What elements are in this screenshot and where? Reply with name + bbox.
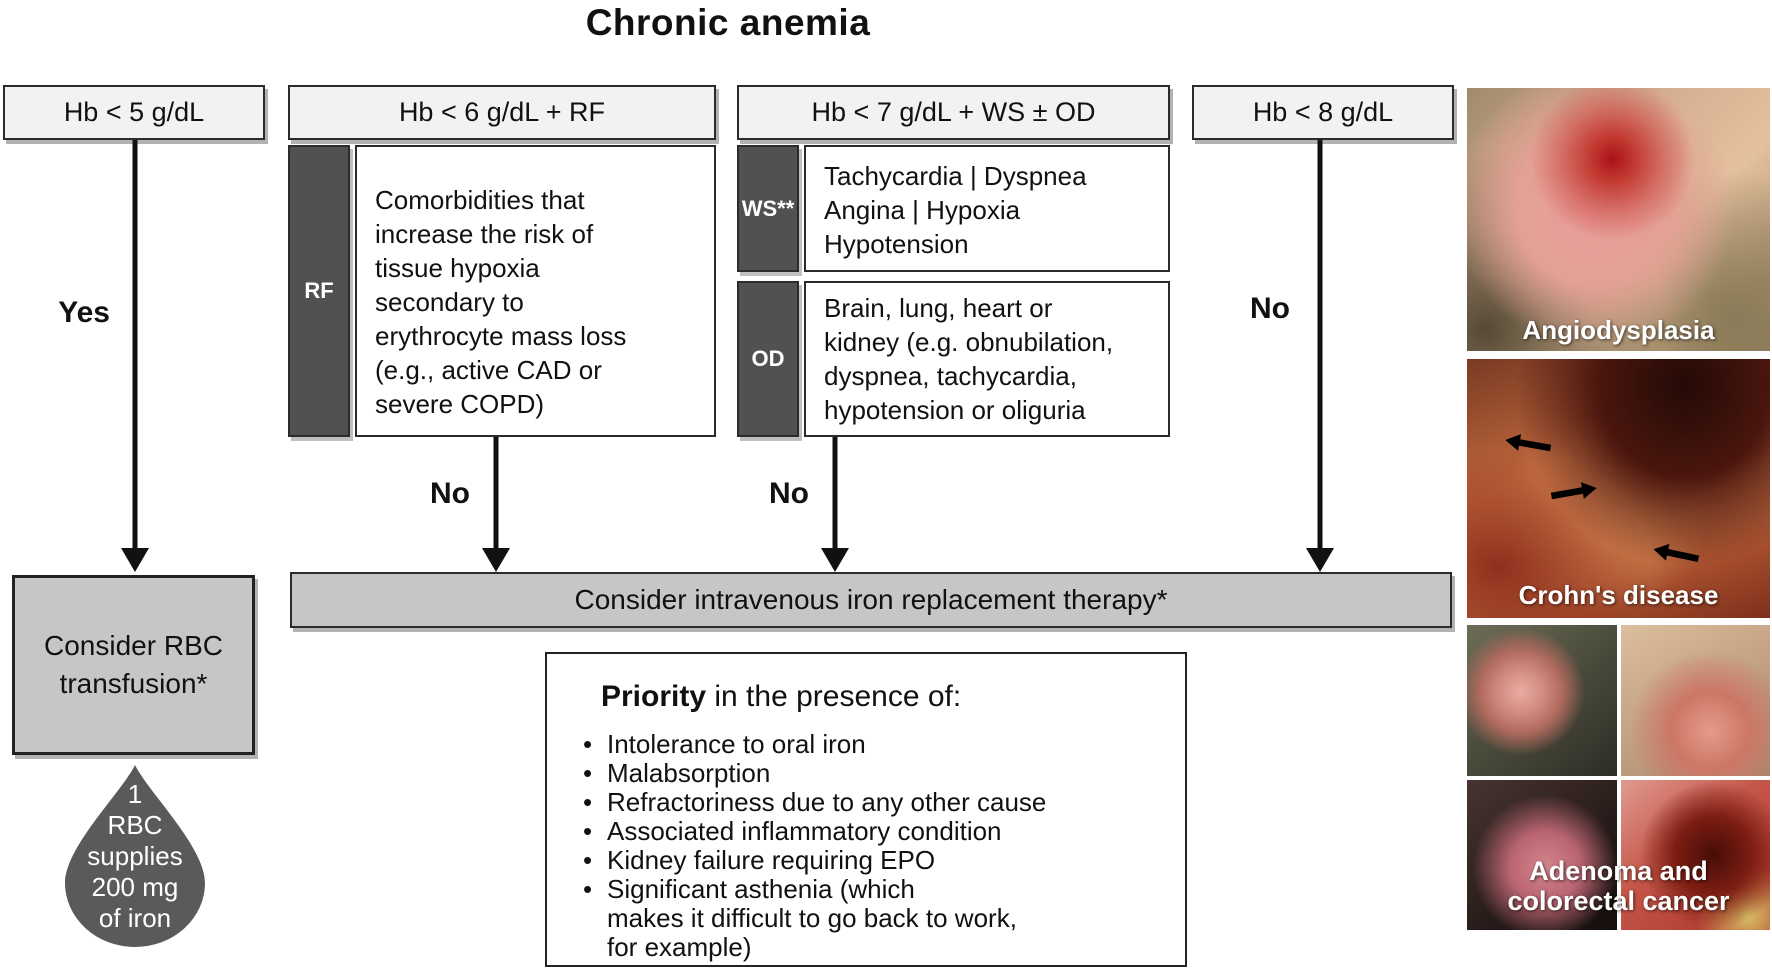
priority-title-rest: in the presence of: [706, 680, 962, 713]
droplet-text: 1 RBC supplies 200 mg of iron [87, 779, 183, 933]
rf-criteria-box: Comorbidities that increase the risk of … [355, 145, 716, 437]
figure-crohns-disease: Crohn's disease [1467, 359, 1770, 618]
figure-label: Crohn's disease [1518, 580, 1719, 610]
figure-angiodysplasia: Angiodysplasia [1467, 88, 1770, 351]
priority-title-bold: Priority [601, 680, 707, 713]
ws-tag: WS** [737, 145, 799, 272]
header-box-hb8: Hb < 8 g/dL [1192, 85, 1454, 140]
priority-box: Priority in the presence of: Intolerance… [545, 652, 1187, 967]
figure-label: Angiodysplasia [1522, 315, 1715, 345]
iv-iron-therapy-bar: Consider intravenous iron replacement th… [290, 572, 1452, 628]
flow-arrow-ws [821, 437, 849, 572]
annotation-arrow-icon [1550, 482, 1597, 500]
annotation-arrow-icon [1505, 434, 1552, 452]
endoscopy-image [1467, 779, 1617, 930]
od-tag: OD [737, 281, 799, 437]
flow-arrow-rf [482, 437, 510, 572]
header-box-hb7: Hb < 7 g/dL + WS ± OD [737, 85, 1170, 140]
od-criteria-box: Brain, lung, heart or kidney (e.g. obnub… [804, 281, 1170, 437]
branch-label-no-ws: No [769, 477, 809, 510]
flow-arrow-hb5 [121, 140, 149, 572]
priority-bullet: Intolerance to oral iron [579, 730, 1155, 760]
priority-bullet: Associated inflammatory condition [579, 817, 1155, 847]
branch-label-no-rf: No [430, 477, 470, 510]
droplet-icon [65, 765, 205, 947]
figure-adenoma-colorectal-cancer: Adenoma and colorectal cancer [1467, 625, 1770, 930]
priority-bullet: Refractoriness due to any other cause [579, 788, 1155, 818]
header-box-hb6: Hb < 6 g/dL + RF [288, 85, 716, 140]
endoscopy-image [1467, 625, 1617, 776]
endoscopy-image [1620, 779, 1770, 930]
figure-label: Adenoma and colorectal cancer [1507, 856, 1730, 916]
page-title: Chronic anemia [585, 2, 871, 43]
rbc-transfusion-box: Consider RBC transfusion* [12, 575, 255, 755]
priority-bullet: Significant asthenia (which makes it dif… [579, 875, 1155, 962]
priority-bullet: Malabsorption [579, 759, 1155, 789]
annotation-arrow-icon [1653, 543, 1700, 562]
ws-criteria-box: Tachycardia | Dyspnea Angina | Hypoxia H… [804, 145, 1170, 272]
flow-arrow-hb8 [1306, 140, 1334, 572]
endoscopy-image [1620, 625, 1770, 776]
header-box-hb5: Hb < 5 g/dL [3, 85, 265, 140]
priority-bullet: Kidney failure requiring EPO [579, 846, 1155, 876]
branch-label-no-hb8: No [1250, 292, 1290, 325]
branch-label-yes: Yes [58, 296, 110, 329]
iron-droplet: 1 RBC supplies 200 mg of iron [55, 763, 215, 949]
priority-title: Priority in the presence of: [601, 680, 1155, 714]
rf-tag: RF [288, 145, 350, 437]
